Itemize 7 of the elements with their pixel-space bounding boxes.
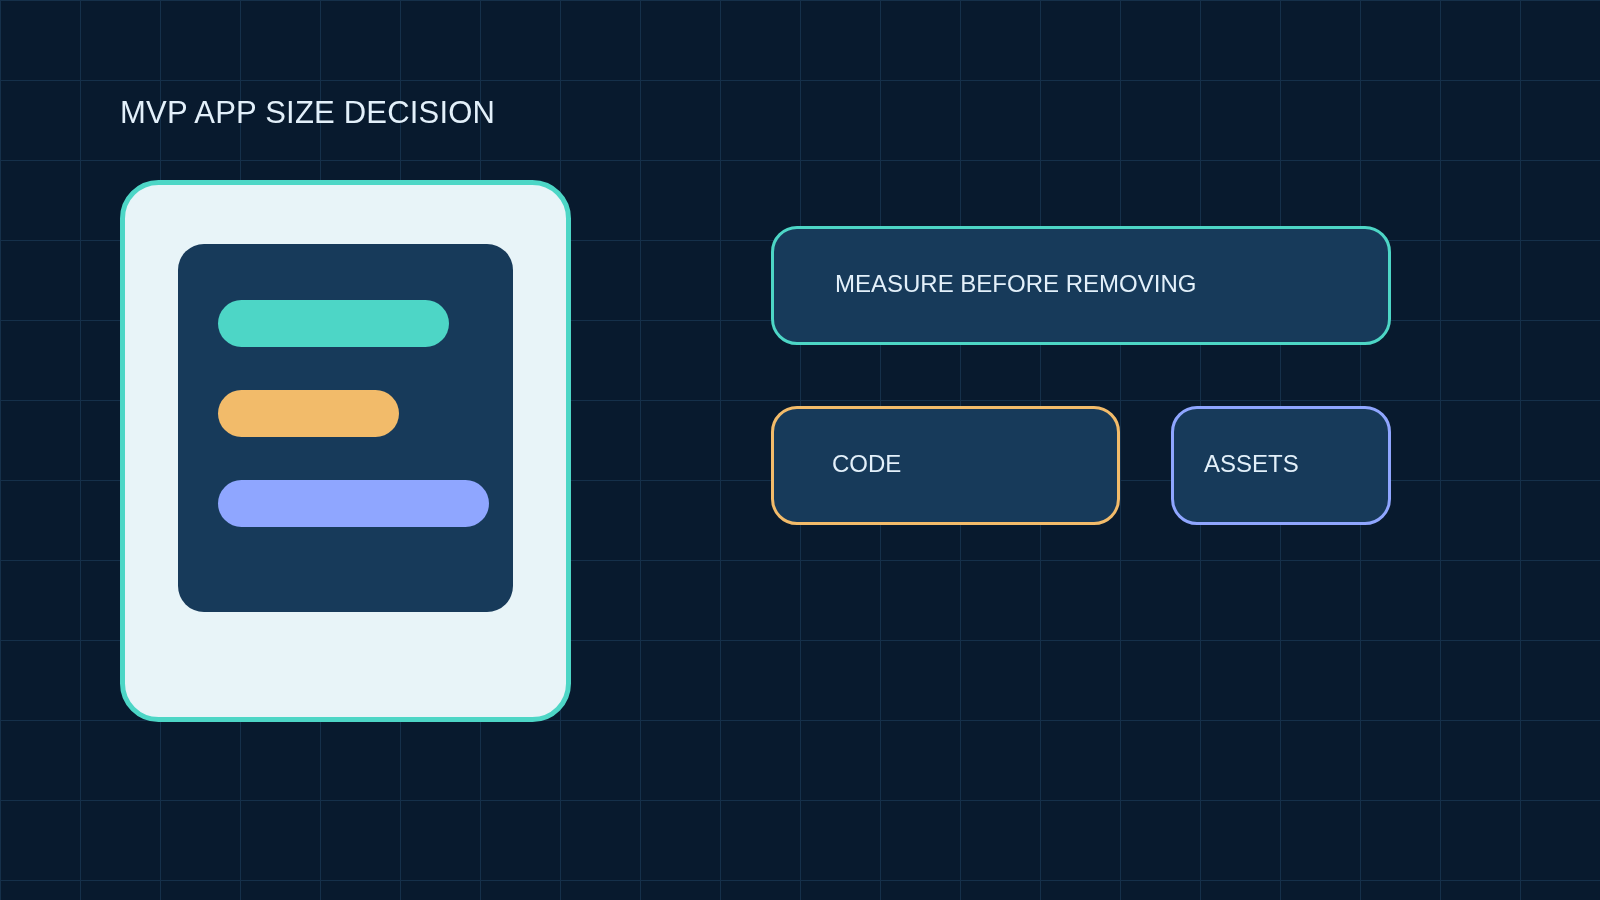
box-label: CODE bbox=[832, 449, 902, 478]
box-label: MEASURE BEFORE REMOVING bbox=[835, 269, 1197, 298]
diagram-title: MVP APP SIZE DECISION bbox=[120, 95, 496, 131]
box-label: ASSETS bbox=[1204, 449, 1299, 478]
process-box bbox=[1171, 406, 1391, 525]
process-box bbox=[771, 406, 1120, 525]
process-box bbox=[771, 226, 1391, 345]
